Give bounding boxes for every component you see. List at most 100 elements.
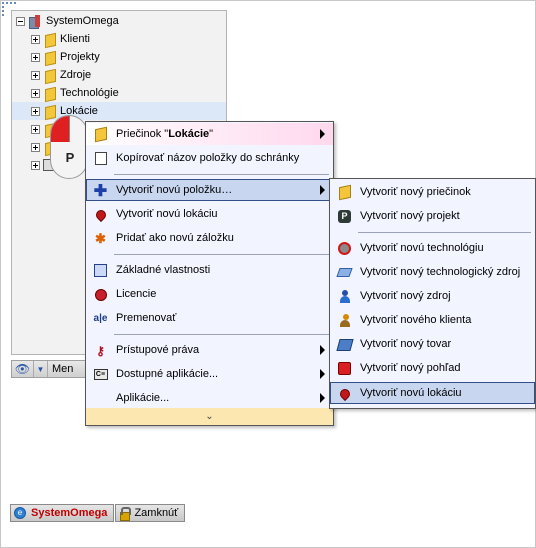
submenu-item-new-folder[interactable]: Vytvoriť nový priečinok bbox=[330, 181, 535, 203]
tree-root[interactable]: SystemOmega bbox=[12, 12, 226, 30]
tech-source-icon bbox=[336, 265, 353, 280]
expand-icon[interactable] bbox=[31, 34, 40, 44]
tree-item-label: Lokácie bbox=[60, 105, 98, 117]
mouse-button-divider bbox=[69, 116, 70, 142]
location-pin-icon bbox=[93, 207, 108, 222]
menu-item-copy-name[interactable]: Kopírovať názov položky do schránky bbox=[86, 147, 333, 169]
tree-item-technologie[interactable]: Technológie bbox=[12, 84, 226, 102]
tree-item-hidden-2[interactable] bbox=[12, 138, 226, 156]
expand-icon[interactable] bbox=[31, 70, 40, 80]
menu-item-label: Základné vlastnosti bbox=[116, 264, 211, 276]
application-icon: C≡ bbox=[93, 367, 108, 382]
goods-icon bbox=[335, 337, 354, 352]
tree-item-label: Projekty bbox=[60, 51, 100, 63]
submenu-item-new-goods[interactable]: Vytvoriť nový tovar bbox=[330, 333, 535, 355]
tree-item-projekty[interactable]: Projekty bbox=[12, 48, 226, 66]
tree-root-label: SystemOmega bbox=[46, 15, 119, 27]
folder-icon bbox=[93, 126, 108, 143]
menu-item-applications[interactable]: Aplikácie... bbox=[86, 387, 333, 409]
submenu-item-new-view[interactable]: Vytvoriť nový pohľad bbox=[330, 357, 535, 379]
collapse-icon[interactable] bbox=[16, 16, 25, 26]
expand-icon[interactable] bbox=[31, 124, 40, 134]
plus-icon: ✚ bbox=[93, 182, 108, 200]
eye-icon[interactable]: 👁 bbox=[12, 361, 34, 377]
expand-icon[interactable] bbox=[31, 106, 40, 116]
lock-icon bbox=[119, 507, 132, 521]
menu-item-label: Kopírovať názov položky do schránky bbox=[116, 152, 300, 164]
submenu-item-new-project[interactable]: P Vytvoriť nový projekt bbox=[330, 205, 535, 227]
menu-item-create-location[interactable]: Vytvoriť novú lokáciu bbox=[86, 203, 333, 225]
menu-item-label: Vytvoriť novú technológiu bbox=[360, 242, 484, 254]
menu-more-button[interactable]: ⌄ bbox=[86, 408, 333, 425]
submenu-arrow-icon bbox=[320, 345, 325, 355]
lock-label: Zamknúť bbox=[134, 507, 179, 519]
tree-item-zdroje[interactable]: Zdroje bbox=[12, 66, 226, 84]
expand-icon[interactable] bbox=[31, 160, 40, 170]
submenu-item-new-client[interactable]: Vytvoriť nového klienta bbox=[330, 309, 535, 331]
menu-separator bbox=[358, 232, 531, 233]
menu-item-available-apps[interactable]: C≡ Dostupné aplikácie... bbox=[86, 363, 333, 385]
folder-icon bbox=[43, 87, 57, 99]
submenu-item-new-source[interactable]: Vytvoriť nový zdroj bbox=[330, 285, 535, 307]
tree-item-hidden-1[interactable] bbox=[12, 120, 226, 138]
menu-item-label: Vytvoriť nový pohľad bbox=[360, 362, 461, 374]
mouse-left-button-highlight bbox=[51, 116, 70, 142]
folder-icon bbox=[337, 184, 352, 201]
header-prefix: Priečinok " bbox=[116, 128, 169, 140]
project-icon: P bbox=[337, 209, 352, 224]
menu-item-label: Vytvoriť novú lokáciu bbox=[116, 208, 218, 220]
bottom-bar: e SystemOmega Zamknúť bbox=[10, 504, 186, 522]
submenu-item-new-technology[interactable]: Vytvoriť novú technológiu bbox=[330, 237, 535, 259]
menu-item-licenses[interactable]: Licencie bbox=[86, 283, 333, 305]
expand-icon[interactable] bbox=[31, 88, 40, 98]
menu-item-label: Pridať ako novú záložku bbox=[116, 232, 234, 244]
bookmark-star-icon: ✱ bbox=[95, 230, 106, 246]
tree-item-label: Technológie bbox=[60, 87, 119, 99]
brand-button[interactable]: e SystemOmega bbox=[10, 504, 115, 522]
tree-item-lokacie[interactable]: Lokácie bbox=[12, 102, 226, 120]
submenu-arrow-icon bbox=[320, 393, 325, 403]
menu-item-create-item[interactable]: ✚ Vytvoriť novú položku… bbox=[86, 179, 333, 201]
menu-item-label: Dostupné aplikácie... bbox=[116, 368, 219, 380]
menu-separator bbox=[114, 254, 329, 255]
expand-icon[interactable] bbox=[31, 52, 40, 62]
chevron-down-icon: ⌄ bbox=[205, 411, 214, 422]
menu-item-label: Vytvoriť novú lokáciu bbox=[360, 387, 462, 399]
view-toolbar: 👁 ▼ Men bbox=[11, 360, 86, 378]
menu-item-label: Prístupové práva bbox=[116, 344, 200, 356]
menu-item-label: Vytvoriť nový zdroj bbox=[360, 290, 451, 302]
header-bold: Lokácie bbox=[168, 128, 210, 140]
menu-separator bbox=[114, 334, 329, 335]
menu-item-folder-header[interactable]: Priečinok "Lokácie" bbox=[86, 123, 333, 145]
tree-item-klienti[interactable]: Klienti bbox=[12, 30, 226, 48]
submenu-item-new-location[interactable]: Vytvoriť novú lokáciu bbox=[330, 382, 535, 404]
mouse-illustration: P bbox=[50, 115, 90, 181]
submenu-create-item: Vytvoriť nový priečinok P Vytvoriť nový … bbox=[329, 178, 536, 409]
toolbar-menu-label[interactable]: Men bbox=[52, 363, 74, 375]
menu-item-basic-props[interactable]: Základné vlastnosti bbox=[86, 259, 333, 281]
header-suffix: " bbox=[209, 128, 214, 140]
properties-icon bbox=[93, 263, 108, 278]
menu-item-label: Vytvoriť novú položku… bbox=[116, 184, 233, 196]
menu-item-rename[interactable]: a|e Premenovať bbox=[86, 307, 333, 329]
menu-item-access-rights[interactable]: ⚷ Prístupové práva bbox=[86, 339, 333, 361]
folder-icon bbox=[43, 51, 57, 63]
submenu-arrow-icon bbox=[320, 185, 325, 195]
person-icon bbox=[337, 289, 352, 304]
copy-icon bbox=[93, 151, 108, 166]
submenu-item-new-tech-source[interactable]: Vytvoriť nový technologický zdroj bbox=[330, 261, 535, 283]
menu-item-label: Vytvoriť nového klienta bbox=[360, 314, 472, 326]
menu-item-label: Vytvoriť nový priečinok bbox=[360, 186, 471, 198]
location-pin-icon bbox=[337, 386, 352, 401]
expand-icon[interactable] bbox=[31, 142, 40, 152]
lock-button[interactable]: Zamknúť bbox=[115, 504, 186, 522]
submenu-arrow-icon bbox=[320, 369, 325, 379]
rename-icon: a|e bbox=[93, 313, 108, 324]
folder-icon bbox=[43, 33, 57, 45]
chevron-down-icon[interactable]: ▼ bbox=[34, 361, 48, 377]
system-icon bbox=[28, 14, 42, 29]
mouse-icon: P bbox=[50, 115, 88, 179]
brand-logo-icon: e bbox=[14, 507, 26, 519]
tree-item-label: Klienti bbox=[60, 33, 90, 45]
menu-item-add-bookmark[interactable]: ✱ Pridať ako novú záložku bbox=[86, 227, 333, 249]
